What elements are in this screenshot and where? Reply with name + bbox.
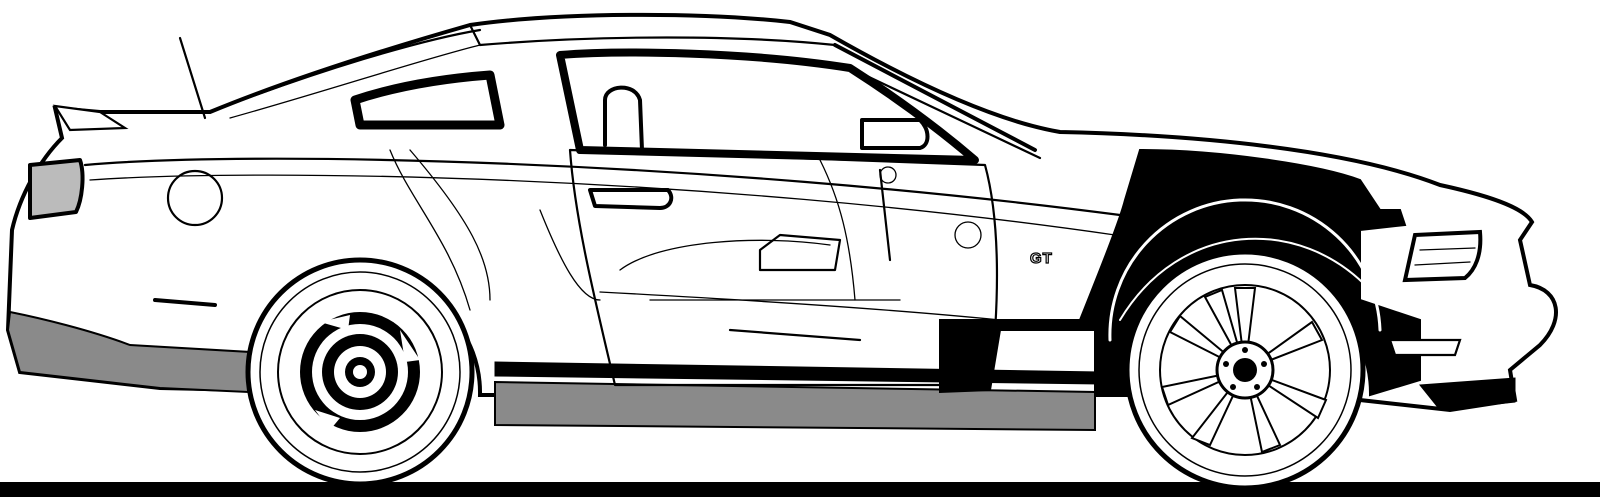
rear-valance bbox=[6, 310, 252, 394]
door-handle bbox=[588, 188, 674, 210]
interior-xray bbox=[389, 149, 982, 342]
ground-line bbox=[0, 482, 1600, 497]
front-wheel bbox=[1124, 249, 1366, 491]
door-outline bbox=[568, 148, 999, 387]
side-mirror bbox=[860, 118, 930, 150]
headlight bbox=[1402, 229, 1483, 283]
rear-spoiler bbox=[52, 104, 129, 132]
fuel-door bbox=[166, 169, 224, 227]
rear-wheel bbox=[245, 257, 475, 487]
rear-quarter-window bbox=[350, 70, 505, 130]
tail-light bbox=[28, 158, 85, 220]
rocker-panel bbox=[494, 380, 1096, 432]
fender-badge: GT bbox=[1030, 250, 1053, 267]
antenna bbox=[178, 36, 207, 120]
